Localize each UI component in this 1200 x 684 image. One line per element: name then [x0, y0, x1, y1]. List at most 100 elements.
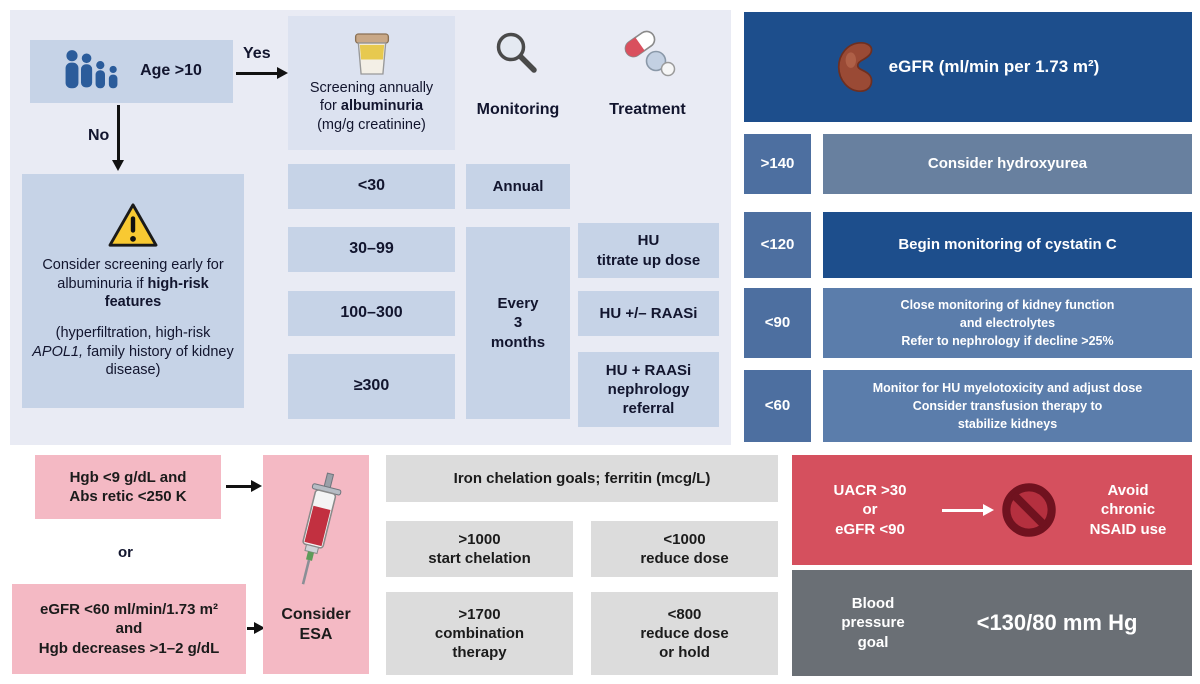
- high-risk-p1-pre: Consider screening early for albuminuria…: [42, 257, 224, 292]
- iron-cell-4-text: <800 reduce dose or hold: [640, 605, 729, 662]
- iron-cell-1-text: >1000 start chelation: [428, 530, 531, 567]
- egfr-row2-text: Begin monitoring of cystatin C: [823, 212, 1192, 278]
- egfr-row2-text-label: Begin monitoring of cystatin C: [898, 236, 1117, 254]
- egfr-row4-text: Monitor for HU myelotoxicity and adjust …: [823, 370, 1192, 442]
- high-risk-text-2: (hyperfiltration, high-risk APOL1, famil…: [32, 324, 234, 380]
- yes-arrow-line: [236, 72, 278, 75]
- range-30-99-label: 30–99: [349, 240, 394, 258]
- range-lt30-label: <30: [357, 177, 386, 195]
- monitoring-annual-box: Annual: [466, 164, 570, 209]
- egfr-row3-text: Close monitoring of kidney function and …: [823, 288, 1192, 358]
- iron-cell-combination: >1700 combination therapy: [386, 592, 573, 675]
- esa-arrow-1-line: [226, 485, 252, 488]
- bp-label: Blood pressure goal: [818, 570, 928, 676]
- bp-label-text: Blood pressure goal: [841, 595, 905, 651]
- high-risk-p1-bold: high-risk features: [104, 275, 209, 311]
- screening-line2-pre: for: [319, 98, 341, 115]
- egfr-row3-text-label: Close monitoring of kidney function and …: [900, 297, 1115, 349]
- egfr-row4-label-text: <60: [764, 397, 791, 415]
- urine-cup-icon: [354, 32, 389, 75]
- no-arrow-head: [112, 160, 124, 171]
- high-risk-box: Consider screening early for albuminuria…: [22, 174, 244, 408]
- treatment-box-2: HU +/– RAASi: [578, 291, 719, 336]
- consider-esa-label: Consider ESA: [281, 606, 351, 644]
- monitoring-annual-label: Annual: [492, 177, 544, 195]
- nsaid-box: UACR >30 or eGFR <90 Avoid chronic NSAID…: [792, 455, 1192, 565]
- age-label: Age >10: [140, 62, 202, 80]
- esa-arrow-1-head: [251, 480, 262, 492]
- high-risk-p2-post: family history of kidney disease): [83, 343, 234, 379]
- bp-value-text: <130/80 mm Hg: [976, 609, 1138, 635]
- range-box-ge300: ≥300: [288, 354, 455, 419]
- monitoring-every3-box: Every 3 months: [466, 227, 570, 419]
- egfr-row2-label-text: <120: [760, 236, 795, 254]
- esa-criteria-2-box: eGFR <60 ml/min/1.73 m² and Hgb decrease…: [12, 584, 246, 674]
- treatment-3-label: HU + RAASi nephrology referral: [605, 361, 692, 418]
- bp-value: <130/80 mm Hg: [942, 570, 1172, 676]
- egfr-row1-label: >140: [744, 134, 811, 194]
- egfr-row1-label-text: >140: [760, 155, 795, 173]
- pills-icon: [624, 30, 676, 77]
- consider-esa-box: Consider ESA: [263, 455, 369, 674]
- screening-line2-bold: albuminuria: [340, 98, 424, 115]
- warning-icon: [108, 203, 158, 247]
- iron-cell-start-chelation: >1000 start chelation: [386, 521, 573, 577]
- egfr-row1-text: Consider hydroxyurea: [823, 134, 1192, 194]
- iron-cell-reduce-dose: <1000 reduce dose: [591, 521, 778, 577]
- esa-arrow-2-line: [247, 627, 255, 630]
- nsaid-condition-text: UACR >30 or eGFR <90: [833, 482, 907, 538]
- screening-line3: (mg/g creatinine): [317, 116, 426, 133]
- syringe-icon: [301, 472, 342, 585]
- high-risk-text-1: Consider screening early for albuminuria…: [32, 256, 234, 312]
- iron-cell-3-text: >1700 combination therapy: [434, 605, 525, 662]
- egfr-row3-label-text: <90: [764, 314, 791, 332]
- nsaid-condition: UACR >30 or eGFR <90: [800, 455, 940, 565]
- iron-header-box: Iron chelation goals; ferritin (mcg/L): [386, 455, 778, 502]
- treatment-2-label: HU +/– RAASi: [599, 304, 698, 322]
- esa-criteria-1-box: Hgb <9 g/dL and Abs retic <250 K: [35, 455, 221, 519]
- range-box-lt30: <30: [288, 164, 455, 209]
- egfr-header: eGFR (ml/min per 1.73 m²): [744, 12, 1192, 122]
- high-risk-p2-pre: (hyperfiltration, high-risk: [55, 325, 211, 341]
- nsaid-arrow-line: [942, 509, 984, 512]
- esa-criteria-1-text: Hgb <9 g/dL and Abs retic <250 K: [69, 468, 187, 505]
- esa-arrow-2-head: [254, 622, 265, 634]
- treatment-header: Treatment: [576, 98, 719, 122]
- no-symbol-icon: [1002, 483, 1056, 537]
- egfr-row4-label: <60: [744, 370, 811, 442]
- monitoring-header: Monitoring: [466, 98, 570, 122]
- esa-or-label: or: [118, 544, 133, 561]
- treatment-box-1: HU titrate up dose: [578, 223, 719, 278]
- nsaid-action: Avoid chronic NSAID use: [1072, 455, 1184, 565]
- egfr-row3-label: <90: [744, 288, 811, 358]
- age-box: Age >10: [30, 40, 233, 103]
- iron-cell-2-text: <1000 reduce dose: [640, 530, 729, 567]
- range-box-100-300: 100–300: [288, 291, 455, 336]
- magnifier-icon-wrap: [492, 28, 540, 81]
- iron-header-text: Iron chelation goals; ferritin (mcg/L): [453, 469, 711, 487]
- pills-icon-wrap: [618, 28, 676, 83]
- monitoring-every3-label: Every 3 months: [490, 295, 546, 351]
- screening-line1: Screening annually: [309, 79, 434, 96]
- treatment-box-3: HU + RAASi nephrology referral: [578, 352, 719, 427]
- yes-label: Yes: [243, 45, 271, 62]
- family-icon: [65, 49, 118, 88]
- nsaid-action-text: Avoid chronic NSAID use: [1089, 482, 1167, 538]
- treatment-1-label: HU titrate up dose: [596, 232, 701, 269]
- high-risk-p2-italic: APOL1,: [32, 343, 84, 360]
- egfr-title: eGFR (ml/min per 1.73 m²): [888, 57, 1100, 77]
- nsaid-arrow-head: [983, 504, 994, 516]
- screening-box: Screening annually for albuminuria (mg/g…: [288, 16, 455, 150]
- range-100-300-label: 100–300: [340, 304, 403, 322]
- iron-cell-reduce-hold: <800 reduce dose or hold: [591, 592, 778, 675]
- egfr-row4-text-label: Monitor for HU myelotoxicity and adjust …: [872, 380, 1143, 432]
- bp-box: Blood pressure goal <130/80 mm Hg: [792, 570, 1192, 676]
- range-box-30-99: 30–99: [288, 227, 455, 272]
- monitoring-header-label: Monitoring: [476, 100, 560, 118]
- no-arrow-line: [117, 105, 120, 161]
- screening-line2: for albuminuria: [320, 97, 423, 116]
- range-ge300-label: ≥300: [353, 377, 390, 395]
- yes-arrow-head: [277, 67, 288, 79]
- no-label: No: [88, 127, 110, 144]
- esa-criteria-2-text: eGFR <60 ml/min/1.73 m² and Hgb decrease…: [38, 601, 220, 657]
